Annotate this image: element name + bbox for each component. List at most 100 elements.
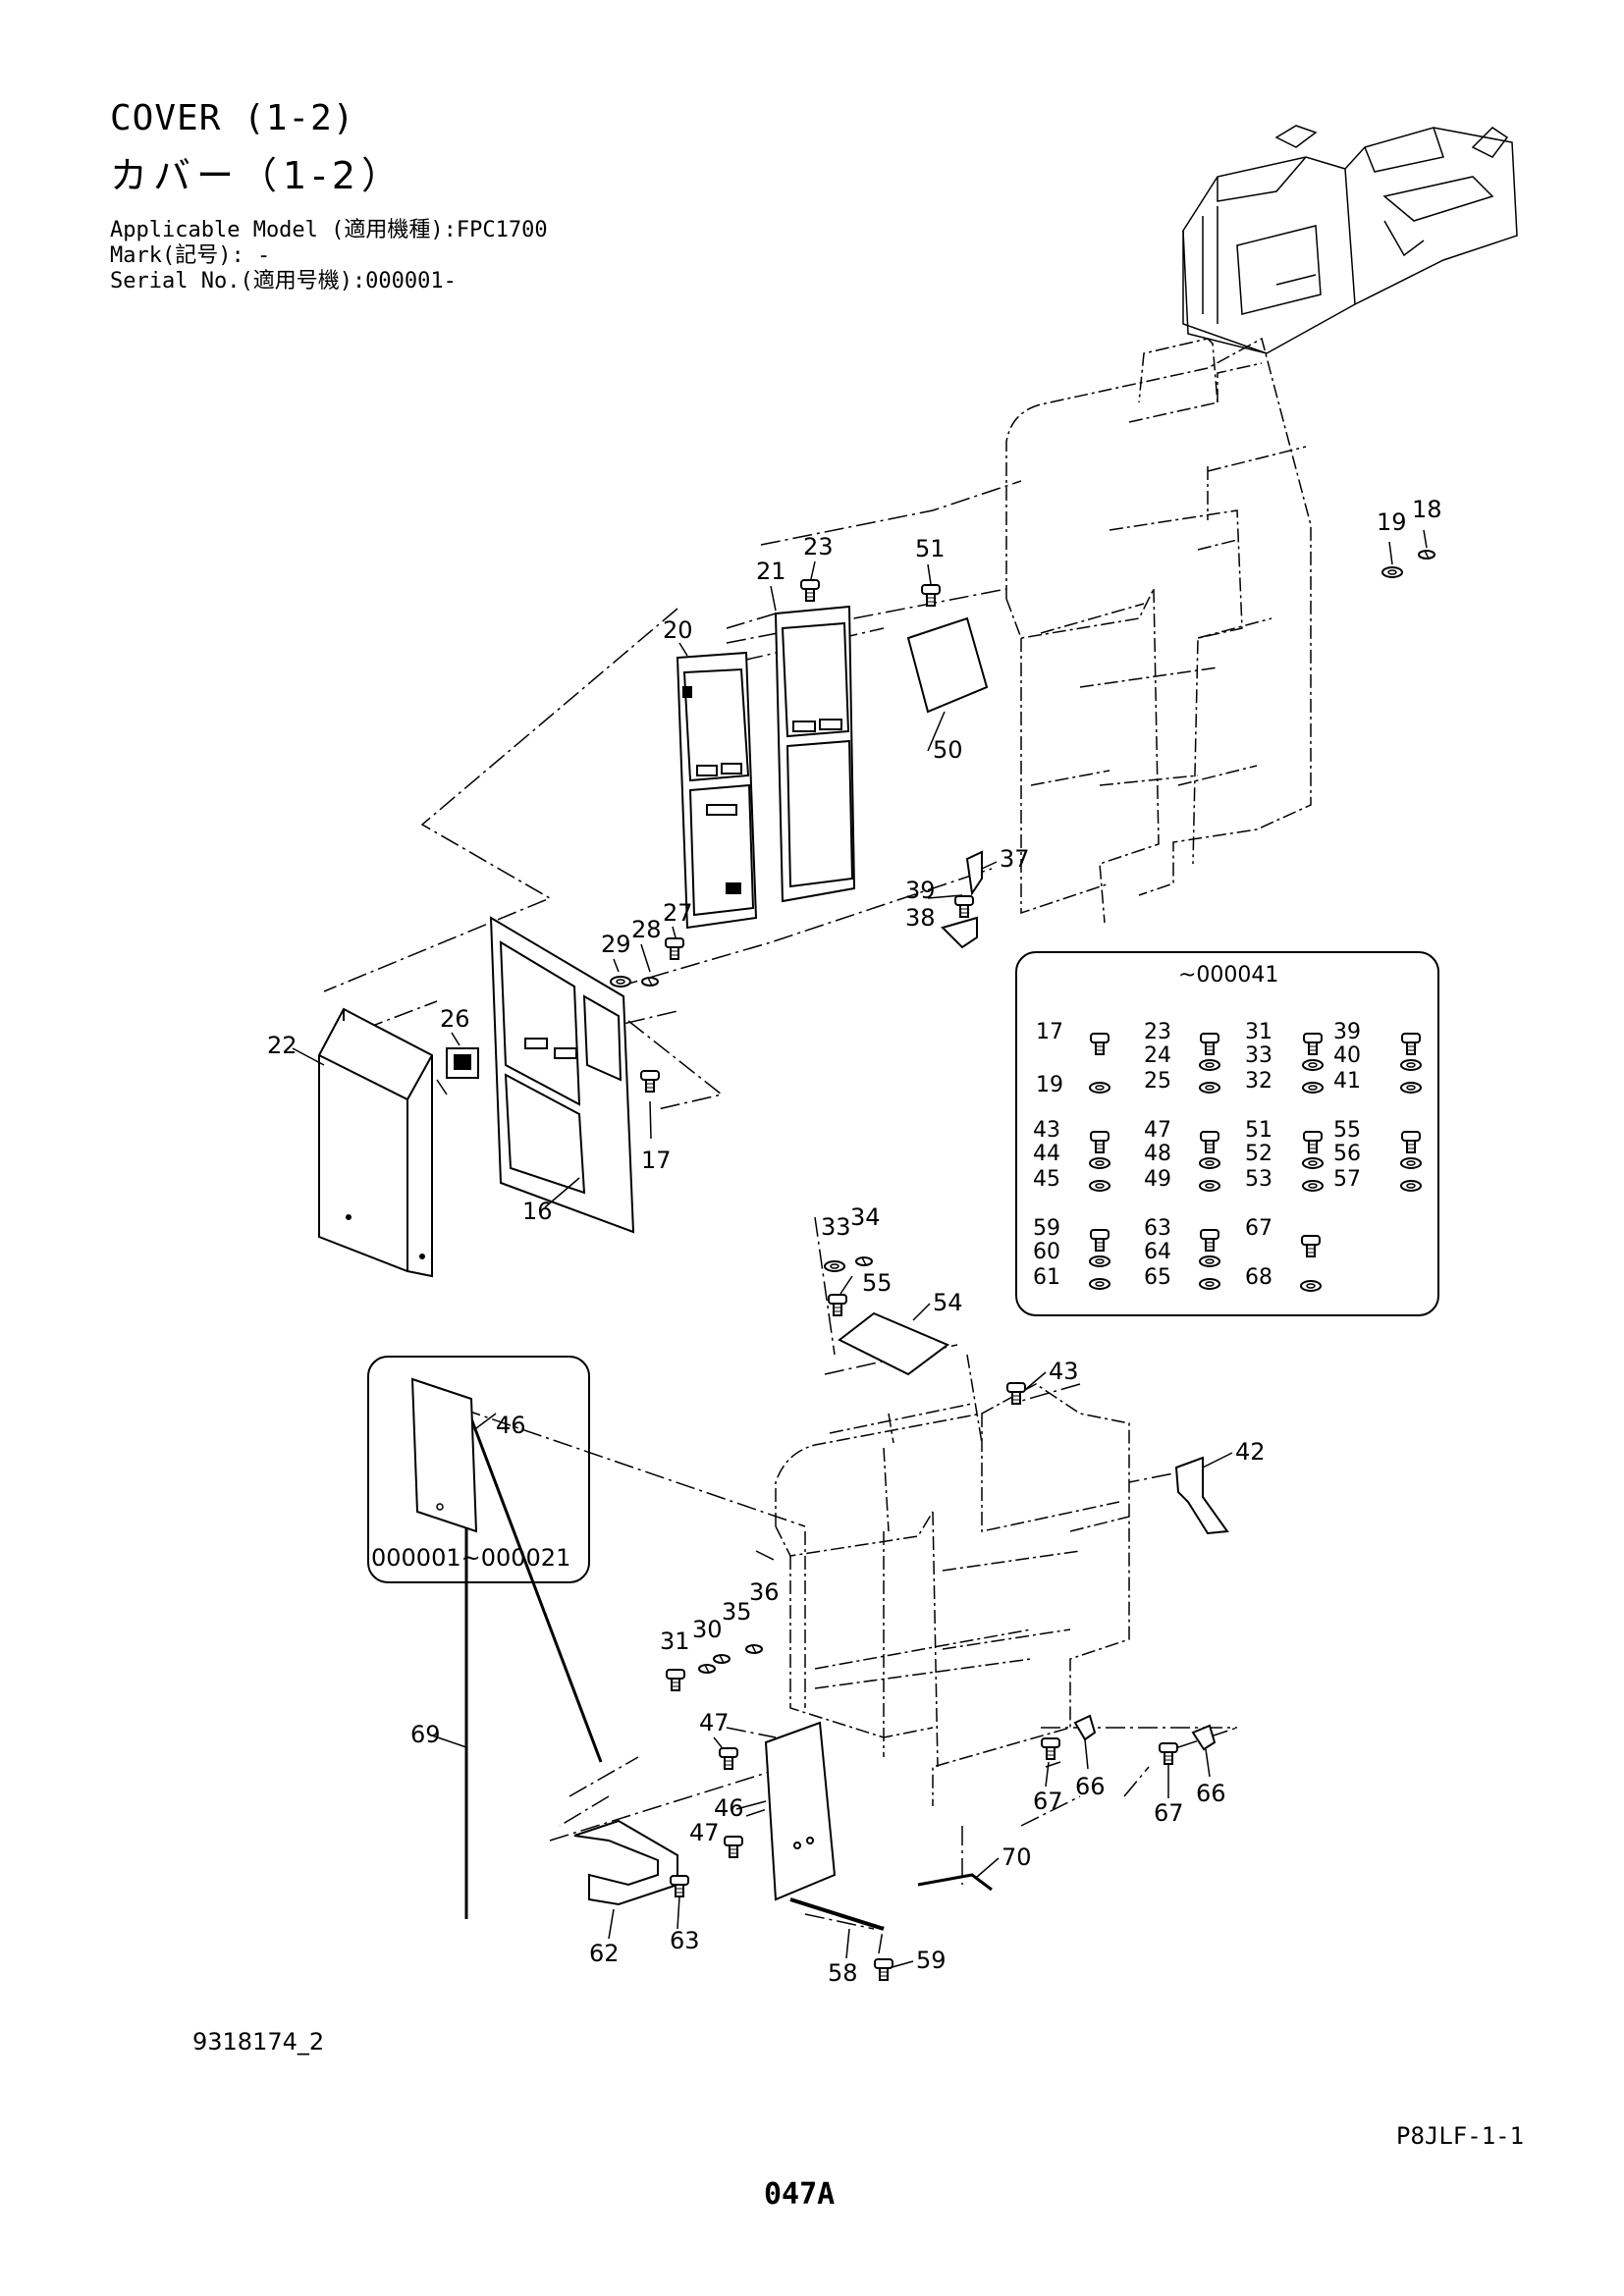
svg-text:32: 32	[1245, 1069, 1272, 1094]
callout-51: 51	[915, 535, 946, 562]
machine-thumbnail	[1182, 125, 1518, 354]
callout-70: 70	[1001, 1843, 1032, 1871]
svg-text:39: 39	[1333, 1020, 1361, 1044]
clip-66	[1073, 1714, 1097, 1741]
callout-62: 62	[589, 1940, 620, 1967]
callout-67-b: 67	[1154, 1799, 1184, 1827]
svg-text:31: 31	[1245, 1020, 1272, 1044]
callout-63: 63	[670, 1927, 700, 1954]
svg-text:25: 25	[1144, 1069, 1171, 1094]
callout-59: 59	[916, 1947, 947, 1974]
nut-icon	[641, 550, 1435, 1674]
svg-text:51: 51	[1245, 1118, 1272, 1143]
svg-text:55: 55	[1333, 1118, 1361, 1143]
svg-text:49: 49	[1144, 1167, 1171, 1192]
svg-text:19: 19	[1036, 1073, 1063, 1097]
callout-34: 34	[850, 1203, 881, 1231]
svg-text:56: 56	[1333, 1142, 1361, 1166]
svg-text:41: 41	[1333, 1069, 1361, 1094]
variant-panel-46	[410, 1377, 478, 1533]
svg-text:45: 45	[1033, 1167, 1060, 1192]
seal-58	[789, 1897, 885, 1931]
callout-26: 26	[440, 1005, 470, 1033]
callout-33: 33	[821, 1213, 851, 1241]
callout-18: 18	[1412, 496, 1442, 523]
panel-16	[489, 916, 635, 1234]
svg-text:53: 53	[1245, 1167, 1272, 1192]
callout-58: 58	[828, 1959, 858, 1987]
variant-box-frame	[367, 1356, 590, 1583]
page-number: 047A	[764, 2177, 836, 2212]
callout-38: 38	[905, 904, 936, 932]
svg-text:48: 48	[1144, 1142, 1171, 1166]
panel-46	[764, 1721, 837, 1901]
serial-box-frame	[1015, 951, 1439, 1316]
callout-42: 42	[1235, 1438, 1266, 1466]
bracket-38	[941, 916, 978, 949]
panel-20	[676, 651, 758, 930]
svg-text:61: 61	[1033, 1265, 1060, 1290]
callout-39: 39	[905, 877, 936, 904]
callout-43: 43	[1049, 1358, 1079, 1385]
applicable-model: Applicable Model (適用機種):FPC1700	[110, 218, 548, 242]
svg-text:52: 52	[1245, 1142, 1272, 1166]
svg-text:17: 17	[1036, 1020, 1063, 1044]
callout-22: 22	[267, 1032, 298, 1059]
plate-54	[838, 1311, 949, 1376]
lower-frame	[775, 1354, 1130, 1806]
diagram-code: P8JLF-1-1	[1396, 2122, 1525, 2150]
leader-lines	[292, 529, 1428, 1969]
panel-21	[774, 605, 856, 903]
svg-text:23: 23	[1144, 1020, 1171, 1044]
callout-31: 31	[660, 1628, 690, 1655]
callout-17: 17	[641, 1147, 672, 1174]
upper-frame	[1005, 337, 1312, 924]
callout-19: 19	[1377, 508, 1407, 536]
callout-21: 21	[756, 558, 786, 585]
drawing-number: 9318174_2	[192, 2028, 325, 2056]
bracket-37	[965, 850, 983, 896]
page-title-jp: カバー（1-2）	[110, 154, 406, 197]
svg-text:47: 47	[1144, 1118, 1171, 1143]
callout-55: 55	[862, 1269, 893, 1297]
bracket-42	[1174, 1456, 1229, 1535]
plate-50	[906, 616, 989, 714]
callout-27: 27	[663, 899, 693, 927]
alignment-lines	[323, 480, 1238, 1954]
callout-66-b: 66	[1196, 1780, 1226, 1807]
callout-36: 36	[749, 1578, 780, 1606]
callout-67: 67	[1033, 1788, 1063, 1815]
bracket-62	[573, 1819, 678, 1906]
callout-labels: 16 17 18 19 20 21 22 23 26 27 28 29 30 3…	[267, 496, 1442, 1987]
callout-69: 69	[410, 1721, 441, 1748]
callout-66: 66	[1075, 1773, 1106, 1800]
svg-text:24: 24	[1144, 1043, 1171, 1068]
callout-20: 20	[663, 616, 693, 644]
svg-text:60: 60	[1033, 1240, 1060, 1264]
callout-47: 47	[699, 1709, 730, 1736]
mark-label: Mark(記号): -	[110, 243, 271, 268]
callout-35: 35	[722, 1598, 752, 1626]
callout-50: 50	[933, 736, 963, 764]
clip-66-b	[1191, 1724, 1217, 1751]
callout-30: 30	[692, 1616, 723, 1643]
callout-29: 29	[601, 931, 631, 958]
svg-text:64: 64	[1144, 1240, 1171, 1264]
svg-text:43: 43	[1033, 1118, 1060, 1143]
callout-23: 23	[803, 533, 834, 561]
svg-text:44: 44	[1033, 1142, 1060, 1166]
callout-16: 16	[522, 1198, 553, 1225]
svg-text:33: 33	[1245, 1043, 1272, 1068]
svg-text:59: 59	[1033, 1216, 1060, 1241]
svg-text:57: 57	[1333, 1167, 1361, 1192]
svg-text:40: 40	[1333, 1043, 1361, 1068]
callout-37: 37	[1000, 845, 1030, 873]
callout-28: 28	[631, 916, 662, 943]
serial-number: Serial No.(適用号機):000001-	[110, 269, 457, 294]
variant-callout-46: 46	[496, 1412, 526, 1439]
svg-text:68: 68	[1245, 1265, 1272, 1290]
svg-text:63: 63	[1144, 1216, 1171, 1241]
callout-54: 54	[933, 1289, 963, 1316]
cover-22	[318, 1007, 433, 1278]
